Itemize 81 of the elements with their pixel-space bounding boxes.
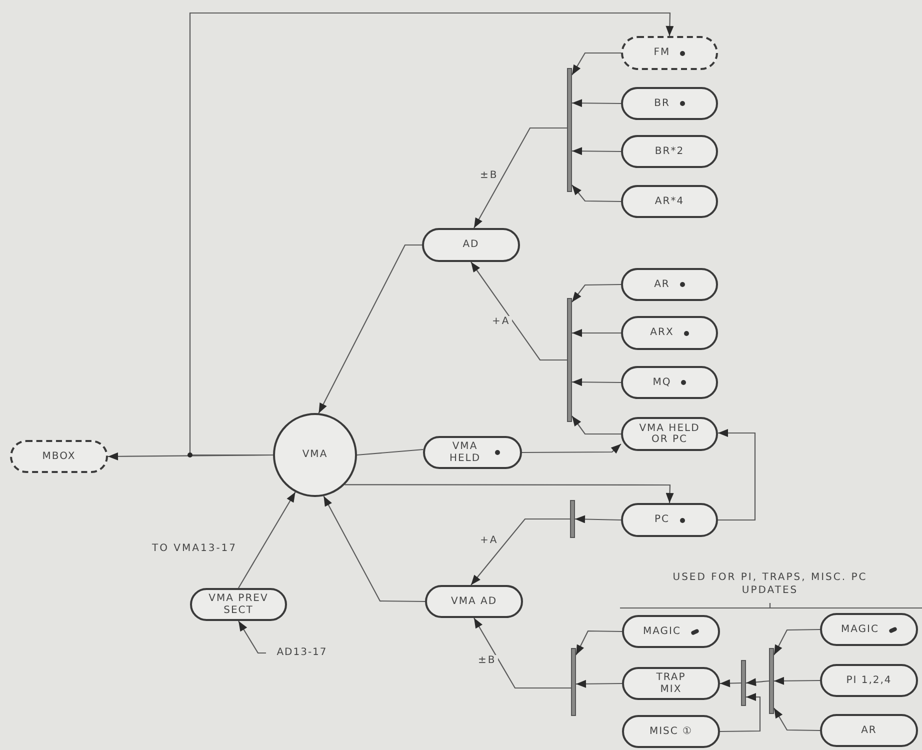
connector-arrow: [572, 329, 621, 337]
connector-arrow: [189, 12, 674, 456]
connector-arrow: [344, 484, 674, 504]
register-box: [622, 715, 720, 748]
register-name: AR*4: [654, 196, 684, 208]
connector-arrow: [474, 127, 567, 228]
connector-arrow: [576, 630, 622, 656]
connector-arrow: [572, 147, 621, 156]
register-box: [820, 613, 918, 646]
connector-arrow: [746, 678, 770, 686]
multiplexer-bar: [571, 648, 576, 716]
register-box: [621, 417, 718, 451]
edge-label: +A: [490, 316, 512, 327]
connector-arrow: [572, 284, 621, 302]
register-box: [621, 135, 718, 168]
register-box: [622, 667, 720, 700]
register-name: MISC ①: [649, 726, 693, 738]
register-box: [422, 228, 520, 262]
register-box: [621, 268, 718, 301]
connector-arrow: [318, 244, 422, 414]
connector-arrow: [774, 676, 820, 685]
register-name: TRAP MIX: [655, 672, 687, 695]
register-name: FM: [654, 47, 670, 59]
register-box: [621, 185, 718, 218]
connector-arrow: [474, 618, 571, 689]
register-name: VMA HELD: [448, 441, 482, 464]
connector-arrow: [572, 52, 621, 76]
register-name: AD13-17: [276, 647, 328, 659]
connector-arrow: [238, 492, 296, 588]
multiplexer-bar: [769, 648, 774, 714]
register-name: PI 1,2,4: [846, 674, 892, 686]
connector-arrow: [720, 679, 742, 688]
register-name: MQ: [652, 376, 672, 388]
register-box: [622, 615, 720, 648]
register-name: ARX: [650, 327, 674, 339]
register-name: VMA: [302, 449, 328, 461]
register-name: AD: [462, 239, 480, 251]
register-box: [621, 366, 718, 399]
connector-arrow: [576, 680, 622, 688]
register-box: [10, 440, 108, 473]
connector-arrow: [572, 378, 621, 386]
note-text: USED FOR PI, TRAPS, MISC. PC UPDATES: [672, 572, 868, 597]
multiplexer-bar: [741, 660, 746, 706]
register-box: [425, 585, 523, 618]
connector-arrow: [774, 628, 820, 656]
register-name: MBOX: [42, 450, 76, 462]
connector-arrow: [718, 429, 756, 521]
register-name: BR: [654, 98, 670, 110]
connector-arrow: [774, 708, 820, 732]
edge-label: ±B: [476, 655, 498, 666]
multiplexer-bar: [567, 298, 572, 422]
register-box: [621, 316, 718, 350]
register-box: [190, 588, 287, 621]
multiplexer-bar: [567, 68, 572, 192]
register-box: [621, 503, 718, 537]
register-name: PC: [654, 514, 670, 526]
register-box: [820, 714, 918, 747]
connector-arrow: [470, 518, 570, 586]
register-box: [621, 36, 718, 70]
edge-label: ±B: [478, 170, 500, 181]
multiplexer-bar: [570, 500, 575, 538]
register-name: VMA AD: [450, 596, 498, 608]
connector-arrow: [572, 416, 621, 435]
connector-arrow: [572, 184, 621, 202]
connector-arrow: [522, 444, 622, 454]
register-name: MAGIC: [643, 626, 681, 638]
connector-arrow: [572, 99, 621, 108]
connector-arrow: [720, 693, 761, 732]
connector-arrow: [470, 262, 567, 361]
register-name: VMA PREV SECT: [208, 593, 270, 616]
connector-arrow: [323, 496, 425, 602]
register-box: [621, 87, 718, 120]
register-name: MAGIC: [841, 624, 879, 636]
register-name: AR: [861, 724, 877, 736]
connector-arrow: [238, 620, 266, 654]
register-box: [820, 664, 918, 697]
register-box: [423, 436, 522, 469]
register-name: AR: [654, 278, 670, 290]
connector-arrow: [574, 515, 622, 524]
register-name: BR*2: [654, 146, 684, 158]
register-name: VMA HELD OR PC: [638, 422, 701, 446]
